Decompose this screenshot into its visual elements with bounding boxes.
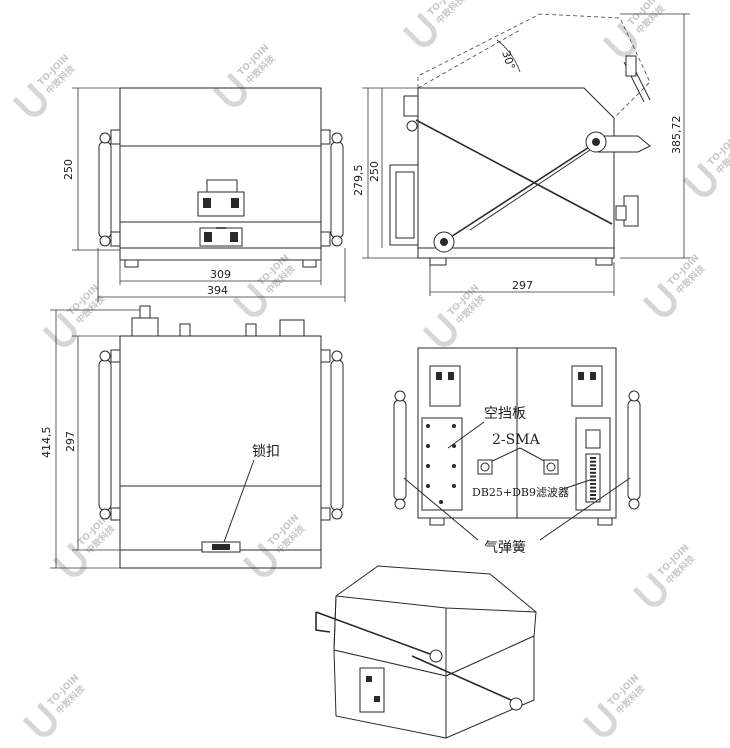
dim-top-inner-height: 297 (64, 431, 77, 452)
top-view: 锁扣 414,5 297 (40, 305, 344, 569)
dim-top-outer-height: 414,5 (40, 427, 53, 459)
filter-pin (590, 494, 596, 496)
dim-front-height: 250 (62, 159, 75, 180)
filter-pin (590, 468, 596, 471)
dim-side-height-2: 250 (368, 161, 381, 182)
filter-pin (590, 464, 596, 467)
label-blank-plate: 空挡板 (484, 406, 526, 422)
dim-side-depth: 297 (512, 279, 533, 292)
filter-pin (590, 471, 596, 474)
screw-hole (426, 424, 430, 428)
screw-hole (439, 500, 443, 504)
filter-pin (590, 497, 596, 500)
isometric-view (315, 565, 537, 739)
screw-hole (426, 484, 430, 488)
filter-pin (590, 479, 596, 482)
label-latch: 锁扣 (252, 444, 280, 460)
screw-hole (452, 424, 456, 428)
dim-front-outer-width: 394 (207, 284, 228, 297)
filter-pin (590, 460, 596, 463)
label-sma: 2-SMA (492, 432, 541, 448)
dim-lid-angle: 30° (499, 49, 517, 72)
filter-pin (590, 490, 596, 493)
rear-view: 空挡板 2-SMA DB25+DB9滤波器 气弹簧 (393, 347, 641, 556)
dim-front-inner-width: 309 (210, 268, 231, 281)
screw-hole (426, 464, 430, 468)
label-gas-spring: 气弹簧 (484, 540, 526, 556)
screw-hole (452, 464, 456, 468)
dim-side-open-height: 385,72 (670, 116, 683, 155)
filter-pin (590, 486, 596, 489)
filter-pin (590, 457, 596, 459)
screw-hole (426, 444, 430, 448)
side-view: 30° 279,5 250 385,72 (352, 13, 690, 296)
front-view: 250 309 394 (62, 87, 346, 302)
dim-side-height-1: 279,5 (352, 165, 365, 197)
filter-pin (590, 482, 596, 485)
screw-hole (452, 484, 456, 488)
label-filter: DB25+DB9滤波器 (472, 486, 569, 499)
filter-pin (590, 475, 596, 478)
